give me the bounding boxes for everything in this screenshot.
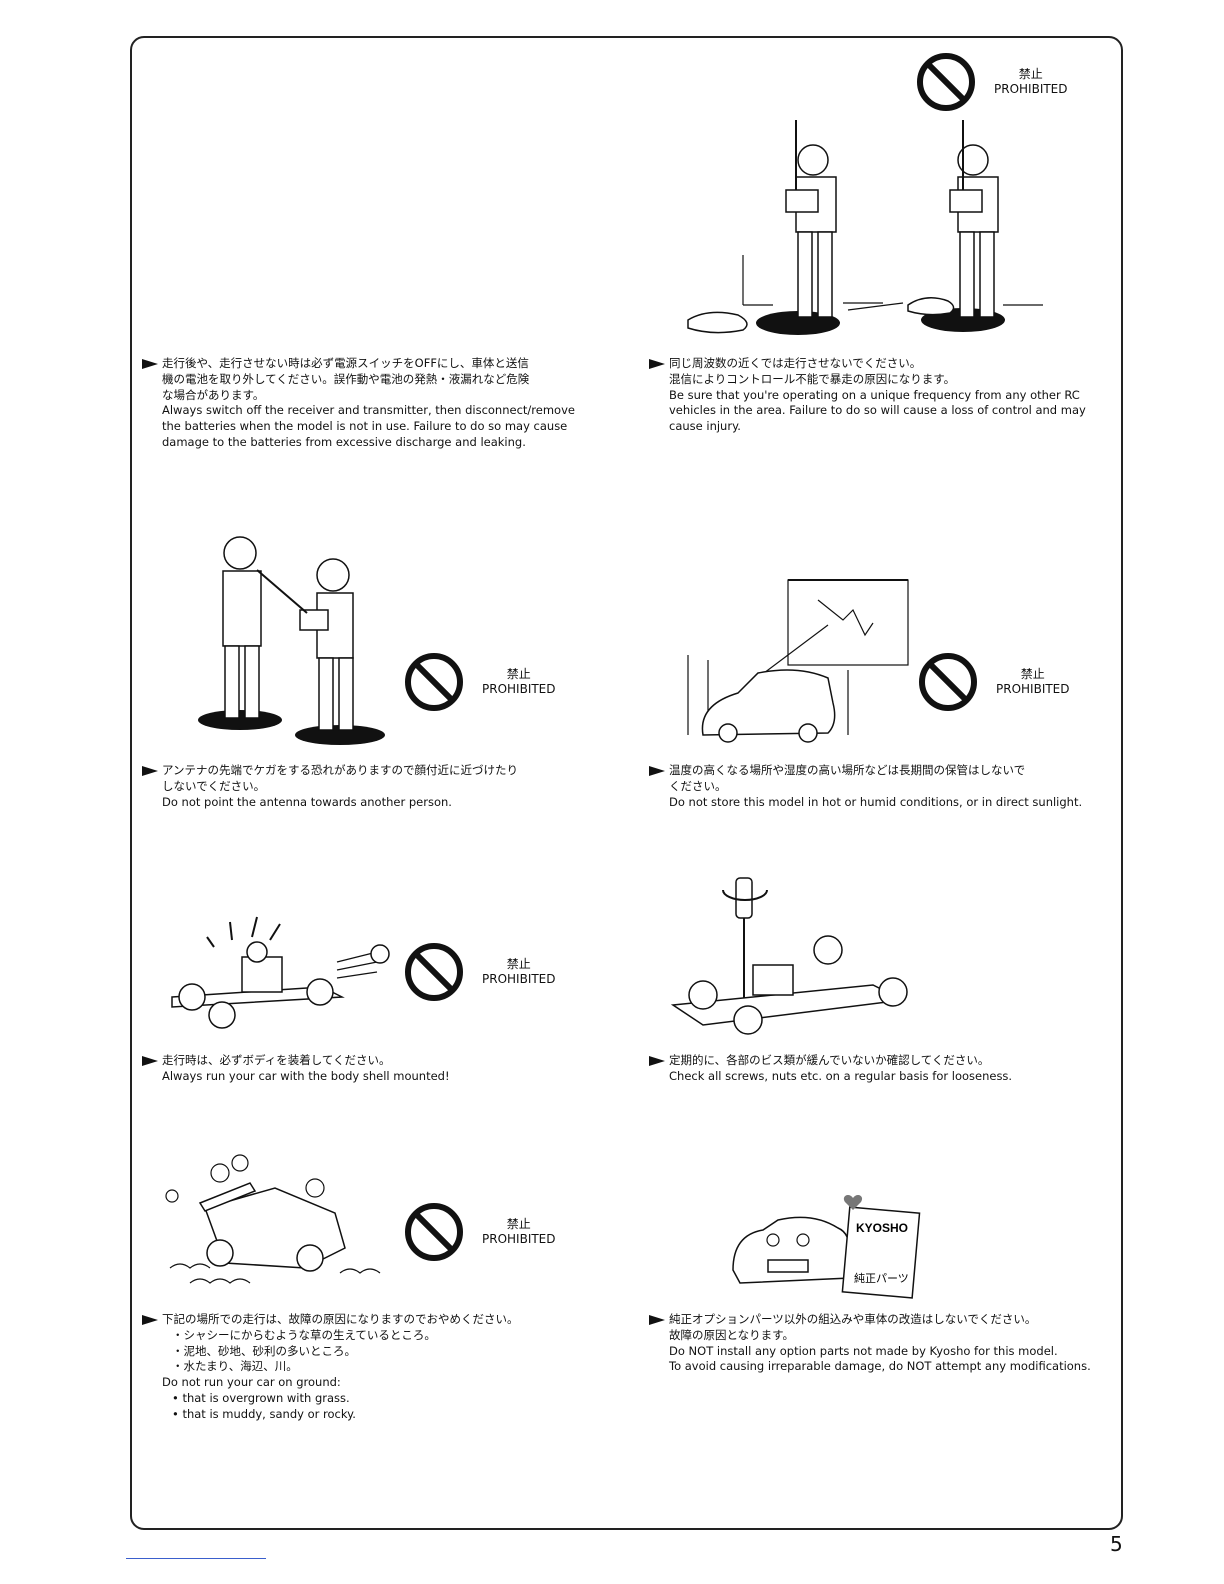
caption-en-item: • that is muddy, sandy or rocky. — [172, 1406, 356, 1421]
caption-jp-item: ・シャシーにからむような草の生えているところ。 — [172, 1327, 436, 1342]
pointer-arrow-icon — [649, 1056, 665, 1066]
prohibited-label: 禁止 PROHIBITED — [994, 67, 1068, 97]
prohibited-icon — [917, 53, 975, 111]
caption-jp-line: 機の電池を取り外してください。誤作動や電池の発熱・液漏れなど危険 — [162, 371, 530, 386]
caption-antenna: アンテナの先端でケガをする恐れがありますので顔付近に近づけたり しないでください… — [142, 763, 602, 810]
prohibited-jp: 禁止 — [1020, 667, 1045, 681]
prohibited-label: 禁止 PROHIBITED — [482, 1217, 556, 1247]
caption-jp-line: 定期的に、各部のビス類が緩んでいないか確認してください。 — [669, 1053, 990, 1067]
caption-en-line: Check all screws, nuts etc. on a regular… — [669, 1068, 1013, 1083]
pointer-arrow-icon — [649, 766, 665, 776]
caption-jp-line: 温度の高くなる場所や湿度の高い場所などは長期間の保管はしないで — [669, 763, 1026, 777]
antenna-illustration — [198, 536, 385, 745]
caption-en-line: Always switch off the receiver and trans… — [162, 403, 575, 418]
caption-jp-line: な場合があります。 — [162, 387, 265, 402]
caption-jp-line: しないでください。 — [162, 778, 266, 793]
caption-en-line: Always run your car with the body shell … — [162, 1068, 450, 1083]
caption-storage: 温度の高くなる場所や湿度の高い場所などは長期間の保管はしないで ください。 Do… — [649, 763, 1109, 810]
prohibited-jp: 禁止 — [1018, 67, 1043, 81]
caption-en-item: • that is overgrown with grass. — [172, 1390, 350, 1405]
pointer-arrow-icon — [142, 1315, 158, 1325]
prohibited-en: PROHIBITED — [996, 682, 1070, 696]
caption-jp-line: 純正オプションパーツ以外の組込みや車体の改造はしないでください。 — [669, 1312, 1037, 1326]
prohibited-icon — [405, 943, 463, 1001]
caption-jp-line: 同じ周波数の近くでは走行させないでください。 — [669, 356, 922, 370]
prohibited-label: 禁止 PROHIBITED — [482, 957, 556, 987]
caption-screws: 定期的に、各部のビス類が緩んでいないか確認してください。 Check all s… — [649, 1053, 1109, 1085]
caption-jp-item: ・水たまり、海辺、川。 — [172, 1359, 298, 1374]
prohibited-icon — [405, 1203, 463, 1261]
heart-icon — [843, 1195, 863, 1210]
caption-en-line: damage to the batteries from excessive d… — [162, 434, 526, 449]
pointer-arrow-icon — [142, 766, 158, 776]
caption-jp-line: 走行時は、必ずボディを装着してください。 — [162, 1053, 391, 1067]
caption-jp-line: アンテナの先端でケガをする恐れがありますので顔付近に近づけたり — [162, 763, 519, 777]
prohibited-badge: 禁止 PROHIBITED — [918, 652, 1070, 712]
kyosho-logo-text: KYOSHO — [856, 1221, 908, 1235]
caption-power-off: 走行後や、走行させない時は必ず電源スイッチをOFFにし、車体と送信 機の電池を取… — [142, 356, 602, 451]
muddy-terrain-illustration — [165, 1154, 381, 1284]
caption-jp-line: 下記の場所での走行は、故障の原因になりますのでおやめください。 — [162, 1312, 519, 1326]
prohibited-badge: 禁止 PROHIBITED — [404, 652, 556, 712]
pointer-arrow-icon — [142, 359, 158, 369]
prohibited-icon — [405, 653, 463, 711]
caption-en-line: To avoid causing irreparable damage, do … — [669, 1359, 1091, 1374]
pointer-arrow-icon — [142, 1056, 158, 1066]
caption-en-line: Be sure that you're operating on a uniqu… — [669, 387, 1080, 402]
caption-en-line: Do not run your car on ground: — [162, 1375, 341, 1390]
caption-jp-line: 故障の原因となります。 — [669, 1327, 795, 1342]
prohibited-badge: 禁止 PROHIBITED — [916, 52, 1068, 112]
caption-en-line: Do not point the antenna towards another… — [162, 794, 452, 809]
caption-en-line: the batteries when the model is not in u… — [162, 419, 568, 434]
caption-body-shell: 走行時は、必ずボディを装着してください。 Always run your car… — [142, 1053, 602, 1085]
footer-rule — [126, 1558, 266, 1559]
prohibited-jp: 禁止 — [506, 1217, 531, 1231]
prohibited-label: 禁止 PROHIBITED — [996, 667, 1070, 697]
prohibited-en: PROHIBITED — [482, 972, 556, 986]
screwdriver-chassis-illustration — [670, 877, 908, 1035]
kyosho-parts-illustration: KYOSHO 純正パーツ — [732, 1195, 921, 1299]
prohibited-jp: 禁止 — [506, 957, 531, 971]
page-number: 5 — [1110, 1532, 1123, 1556]
caption-en-line: Do NOT install any option parts not made… — [669, 1343, 1058, 1358]
prohibited-icon — [919, 653, 977, 711]
prohibited-en: PROHIBITED — [994, 82, 1068, 96]
prohibited-jp: 禁止 — [506, 667, 531, 681]
storage-car-illustration — [687, 579, 909, 743]
caption-jp-line: ください。 — [669, 778, 727, 793]
prohibited-label: 禁止 PROHIBITED — [482, 667, 556, 697]
caption-en-line: Do not store this model in hot or humid … — [669, 794, 1083, 809]
pointer-arrow-icon — [649, 359, 665, 369]
caption-en-line: cause injury. — [669, 419, 741, 434]
pointer-arrow-icon — [649, 1315, 665, 1325]
page-frame — [130, 36, 1123, 1530]
prohibited-badge: 禁止 PROHIBITED — [404, 942, 556, 1002]
prohibited-en: PROHIBITED — [482, 1232, 556, 1246]
caption-jp-item: ・泥地、砂地、砂利の多いところ。 — [172, 1343, 356, 1358]
caption-jp-line: 走行後や、走行させない時は必ず電源スイッチをOFFにし、車体と送信 — [162, 356, 529, 370]
caption-terrain: 下記の場所での走行は、故障の原因になりますのでおやめください。 ・シャシーにから… — [142, 1312, 602, 1423]
caption-frequency: 同じ周波数の近くでは走行させないでください。 混信によりコントロール不能で暴走の… — [649, 356, 1109, 435]
chassis-no-body-illustration — [171, 916, 390, 1029]
caption-en-line: vehicles in the area. Failure to do so w… — [669, 403, 1086, 418]
caption-jp-line: 混信によりコントロール不能で暴走の原因になります。 — [669, 371, 956, 386]
genuine-parts-text: 純正パーツ — [854, 1272, 909, 1285]
prohibited-en: PROHIBITED — [482, 682, 556, 696]
prohibited-badge: 禁止 PROHIBITED — [404, 1202, 556, 1262]
caption-genuine-parts: 純正オプションパーツ以外の組込みや車体の改造はしないでください。 故障の原因とな… — [649, 1312, 1109, 1375]
two-drivers-illustration — [687, 120, 1043, 335]
